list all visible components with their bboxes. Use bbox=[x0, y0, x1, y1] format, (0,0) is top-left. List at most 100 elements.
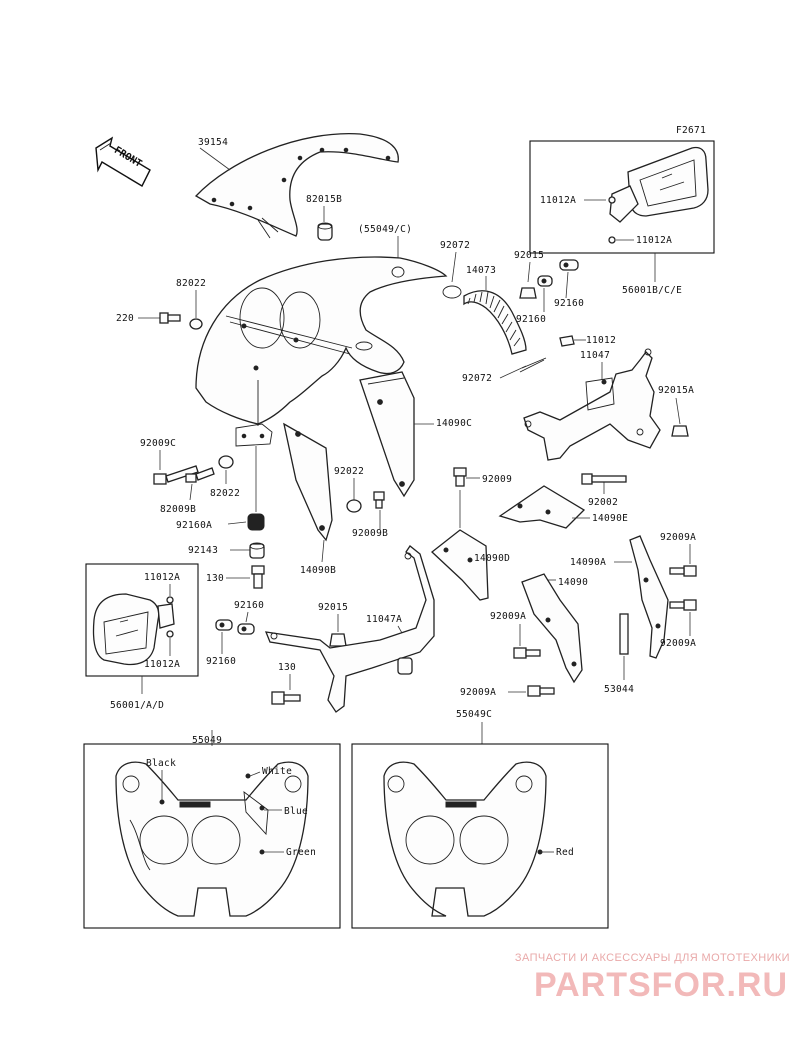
clip-92160-d bbox=[237, 623, 255, 635]
label-56001ad: 56001/A/D bbox=[110, 700, 164, 711]
watermark-tagline: ЗАПЧАСТИ И АКСЕССУАРЫ ДЛЯ МОТОТЕХНИКИ bbox=[514, 952, 790, 964]
label-11012a-l1: 11012A bbox=[144, 572, 180, 583]
label-14090b: 14090B bbox=[300, 565, 336, 576]
label-14073: 14073 bbox=[466, 265, 496, 276]
label-92009b: 92009B bbox=[352, 528, 388, 539]
label-92160a: 92160A bbox=[176, 520, 212, 531]
label-14090: 14090 bbox=[558, 577, 588, 588]
upper-cowl bbox=[195, 256, 448, 447]
strip-53044 bbox=[619, 613, 629, 655]
label-53044: 53044 bbox=[604, 684, 634, 695]
clip-92160-b bbox=[537, 275, 553, 287]
color-red-label: Red bbox=[556, 847, 574, 858]
windshield-39154 bbox=[194, 133, 399, 239]
front-arrow-icon: FRONT bbox=[95, 136, 151, 187]
label-92160-a: 92160 bbox=[554, 298, 584, 309]
panel-14090b bbox=[283, 422, 333, 542]
washer-92022 bbox=[346, 499, 362, 513]
color-green-label: Green bbox=[286, 847, 316, 858]
label-92009c: 92009C bbox=[140, 438, 176, 449]
bolt-11012 bbox=[559, 335, 575, 347]
label-92009a-c: 92009A bbox=[490, 611, 526, 622]
label-130-a: 130 bbox=[206, 573, 224, 584]
label-92009a-a: 92009A bbox=[660, 532, 696, 543]
label-92143: 92143 bbox=[188, 545, 218, 556]
label-11047a: 11047A bbox=[366, 614, 402, 625]
label-55049c: 55049C bbox=[456, 709, 492, 720]
label-92002: 92002 bbox=[588, 497, 618, 508]
grommet-92160a bbox=[247, 513, 265, 531]
figure-code: F2671 bbox=[676, 125, 706, 136]
label-82022-a: 82022 bbox=[176, 278, 206, 289]
label-14090c: 14090C bbox=[436, 418, 472, 429]
label-220: 220 bbox=[116, 313, 134, 324]
label-92009a-d: 92009A bbox=[460, 687, 496, 698]
label-82009b: 82009B bbox=[160, 504, 196, 515]
label-55049c-top: (55049/C) bbox=[358, 224, 412, 235]
label-92015-c: 92015 bbox=[318, 602, 348, 613]
panel-14090 bbox=[521, 573, 583, 684]
label-82015b: 82015B bbox=[306, 194, 342, 205]
color-box-55049 bbox=[83, 743, 341, 929]
label-11047: 11047 bbox=[580, 350, 610, 361]
bolt-92009a-a bbox=[669, 565, 697, 577]
bolt-92009a-d bbox=[527, 685, 555, 697]
label-82022-b: 82022 bbox=[210, 488, 240, 499]
label-55049: 55049 bbox=[192, 735, 222, 746]
label-92015a: 92015A bbox=[658, 385, 694, 396]
color-black-label: Black bbox=[146, 758, 176, 769]
nut-92015-c bbox=[329, 633, 347, 647]
bolt-92009b bbox=[373, 491, 385, 509]
grommet-82015b bbox=[317, 222, 333, 241]
washer-82022-b bbox=[218, 455, 234, 469]
label-11012: 11012 bbox=[586, 335, 616, 346]
nut-92015-a bbox=[519, 287, 537, 299]
color-white-label: White bbox=[262, 766, 292, 777]
panel-14090a bbox=[629, 535, 669, 659]
bolt-92009a-b bbox=[669, 599, 697, 611]
label-92160-b: 92160 bbox=[516, 314, 546, 325]
label-92072-a: 92072 bbox=[440, 240, 470, 251]
label-56001bce: 56001B/C/E bbox=[622, 285, 682, 296]
label-92009a-b: 92009A bbox=[660, 638, 696, 649]
clip-92160-c bbox=[215, 619, 233, 631]
label-92015-a: 92015 bbox=[514, 250, 544, 261]
right-mirror-box bbox=[529, 140, 715, 254]
left-mirror-56001ad bbox=[92, 593, 175, 666]
label-11012a-r1: 11012A bbox=[540, 195, 576, 206]
clip-92160-a bbox=[559, 259, 579, 271]
label-14090e: 14090E bbox=[592, 513, 628, 524]
label-130-b: 130 bbox=[278, 662, 296, 673]
right-mirror-56001bce bbox=[608, 146, 709, 244]
panel-14090d bbox=[431, 529, 489, 601]
label-39154: 39154 bbox=[198, 137, 228, 148]
stay-11047 bbox=[523, 348, 661, 461]
washer-82022-a bbox=[189, 318, 203, 330]
label-14090a: 14090A bbox=[570, 557, 606, 568]
label-11012a-l2: 11012A bbox=[144, 659, 180, 670]
label-92022: 92022 bbox=[334, 466, 364, 477]
bolt-130-b bbox=[271, 691, 301, 705]
label-11012a-r2: 11012A bbox=[636, 235, 672, 246]
watermark-logo: PARTSFOR.RU bbox=[533, 966, 788, 1004]
bolt-82009b bbox=[185, 467, 215, 483]
collar-92143 bbox=[249, 542, 265, 559]
duct-14073 bbox=[463, 290, 527, 355]
bolt-92009c bbox=[153, 465, 199, 485]
color-box-55049c bbox=[351, 743, 609, 929]
bolt-92009 bbox=[453, 467, 467, 487]
label-92160-c: 92160 bbox=[234, 600, 264, 611]
stay-11047a bbox=[264, 545, 435, 713]
label-92009: 92009 bbox=[482, 474, 512, 485]
bolt-130-a bbox=[251, 565, 265, 589]
panel-14090e bbox=[498, 485, 586, 529]
label-14090d: 14090D bbox=[474, 553, 510, 564]
nut-92015a bbox=[671, 425, 689, 437]
label-92160-d: 92160 bbox=[206, 656, 236, 667]
clamp-92072-b bbox=[519, 357, 547, 373]
cowl-front-55049c bbox=[383, 761, 547, 917]
cowl-front-55049 bbox=[115, 761, 309, 917]
clamp-92072-a bbox=[442, 285, 462, 299]
panel-14090c bbox=[359, 371, 415, 498]
